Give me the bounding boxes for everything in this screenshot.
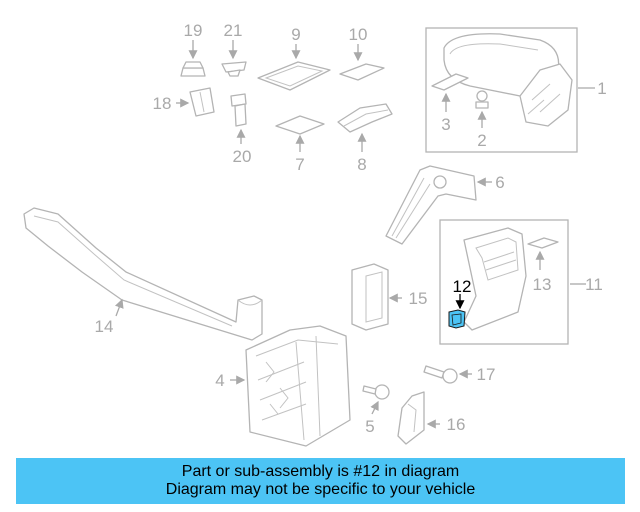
callout-18: 18 <box>153 94 172 113</box>
callout-14: 14 <box>95 317 114 336</box>
part-7-plate <box>275 115 325 152</box>
callout-13: 13 <box>533 275 552 294</box>
part-18-bracket <box>176 87 215 117</box>
part-2-clip <box>475 90 489 128</box>
part-6-bracket <box>385 165 492 245</box>
callout-16: 16 <box>447 415 466 434</box>
box-part-11 <box>439 219 569 345</box>
part-13-grille <box>527 237 559 270</box>
part-12-highlighted <box>448 294 466 329</box>
callout-3: 3 <box>441 115 450 134</box>
part-20-plug <box>230 93 247 144</box>
callout-1: 1 <box>597 79 606 98</box>
callout-7: 7 <box>295 155 304 174</box>
parts-diagram: 19 21 9 10 18 20 7 8 1 3 2 6 13 11 12 14… <box>23 21 607 447</box>
callout-10: 10 <box>349 25 368 44</box>
part-21-clip <box>221 40 247 77</box>
callout-20: 20 <box>233 147 252 166</box>
callout-6: 6 <box>495 173 504 192</box>
callout-12-highlighted: 12 <box>453 277 472 296</box>
box-part-1 <box>425 27 578 153</box>
part-14-duct <box>23 207 263 341</box>
callout-17: 17 <box>477 365 496 384</box>
part-info-banner: Part or sub-assembly is #12 in diagram D… <box>16 458 625 504</box>
part-4-console-box <box>230 325 351 447</box>
callout-15: 15 <box>409 289 428 308</box>
part-1-armrest <box>443 33 595 127</box>
callout-8: 8 <box>357 155 366 174</box>
part-5-bolt <box>362 384 390 415</box>
callout-4: 4 <box>215 371 224 390</box>
callout-5: 5 <box>365 417 374 436</box>
part-11-rear-panel <box>463 227 586 331</box>
callout-21: 21 <box>224 21 243 40</box>
callout-19: 19 <box>184 21 203 40</box>
part-8-bracket <box>337 103 393 152</box>
banner-line-disclaimer: Diagram may not be specific to your vehi… <box>165 481 476 498</box>
part-3-pad <box>431 73 469 112</box>
callout-11: 11 <box>585 275 603 294</box>
part-10-panel <box>339 44 385 81</box>
part-16-bracket <box>397 391 440 445</box>
part-15-bracket <box>351 263 402 331</box>
banner-line-part: Part or sub-assembly is #12 in diagram <box>181 463 460 480</box>
part-19-clip <box>180 40 206 77</box>
part-17-screw <box>423 365 472 384</box>
callout-2: 2 <box>477 131 486 150</box>
part-9-panel <box>257 44 331 91</box>
callout-9: 9 <box>291 25 300 44</box>
